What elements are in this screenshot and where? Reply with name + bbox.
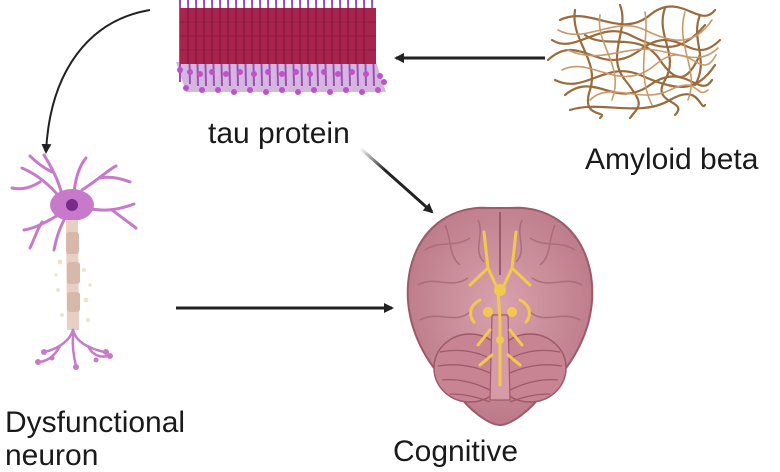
neuron-icon xyxy=(10,153,138,370)
amyloid-beta-plaque-icon xyxy=(546,3,722,120)
cognitive-label: Cognitive xyxy=(393,435,519,468)
arrow-tau-to-brain xyxy=(359,146,434,214)
dysfunctional-neuron-label: Dysfunctional neuron xyxy=(5,406,186,472)
amyloid-beta-label: Amyloid beta xyxy=(585,143,759,176)
tau-protein-label: tau protein xyxy=(208,117,350,150)
arrow-tau-to-neuron xyxy=(41,9,151,154)
tau-protein-fibril-icon xyxy=(176,0,387,95)
brain-icon xyxy=(406,206,594,427)
